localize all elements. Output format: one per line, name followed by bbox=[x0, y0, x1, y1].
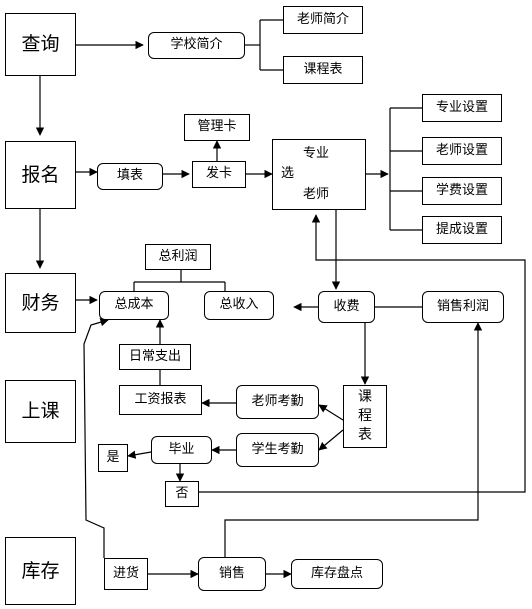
register-module[interactable]: 报名 bbox=[5, 141, 76, 209]
sales-profit-node[interactable]: 销售利润 bbox=[422, 291, 504, 323]
manage-card-node[interactable]: 管理卡 bbox=[184, 114, 250, 141]
inventory-module[interactable]: 库存 bbox=[5, 537, 76, 605]
class-module[interactable]: 上课 bbox=[5, 380, 76, 443]
total-income-node[interactable]: 总收入 bbox=[204, 291, 274, 320]
total-profit-node[interactable]: 总利润 bbox=[145, 244, 211, 270]
commission-setting-node[interactable]: 提成设置 bbox=[422, 216, 502, 244]
timetable-char-2: 程 bbox=[358, 408, 372, 425]
teacher-attendance-node[interactable]: 老师考勤 bbox=[236, 385, 319, 419]
major-setting-node[interactable]: 专业设置 bbox=[422, 94, 502, 122]
daily-expense-node[interactable]: 日常支出 bbox=[119, 344, 191, 370]
timetable-node[interactable]: 课程表 bbox=[283, 56, 363, 84]
major-select-teacher-node[interactable]: 专业 选 老师 bbox=[272, 139, 366, 210]
student-attendance-node[interactable]: 学生考勤 bbox=[236, 433, 319, 467]
class-timetable-node[interactable]: 课 程 表 bbox=[343, 385, 387, 448]
fill-form-node[interactable]: 填表 bbox=[97, 163, 163, 190]
teacher-intro-node[interactable]: 老师简介 bbox=[283, 6, 363, 34]
teacher-setting-node[interactable]: 老师设置 bbox=[422, 137, 502, 165]
no-node[interactable]: 否 bbox=[165, 481, 199, 507]
finance-module[interactable]: 财务 bbox=[5, 273, 76, 333]
sales-node[interactable]: 销售 bbox=[198, 557, 266, 591]
school-intro-node[interactable]: 学校简介 bbox=[148, 32, 245, 59]
charge-node[interactable]: 收费 bbox=[318, 291, 375, 323]
total-cost-node[interactable]: 总成本 bbox=[99, 291, 169, 320]
purchase-node[interactable]: 进货 bbox=[104, 558, 148, 590]
graduate-node[interactable]: 毕业 bbox=[151, 436, 212, 464]
salary-report-node[interactable]: 工资报表 bbox=[119, 385, 202, 415]
select-label: 选 bbox=[281, 166, 295, 181]
teacher-label: 老师 bbox=[303, 187, 330, 202]
stocktake-node[interactable]: 库存盘点 bbox=[291, 559, 383, 589]
issue-card-node[interactable]: 发卡 bbox=[192, 161, 246, 188]
timetable-char-3: 表 bbox=[358, 426, 372, 443]
yes-node[interactable]: 是 bbox=[98, 444, 128, 472]
major-label: 专业 bbox=[303, 146, 330, 161]
fee-setting-node[interactable]: 学费设置 bbox=[422, 177, 502, 205]
query-module[interactable]: 查询 bbox=[5, 13, 76, 76]
timetable-char-1: 课 bbox=[358, 389, 372, 406]
